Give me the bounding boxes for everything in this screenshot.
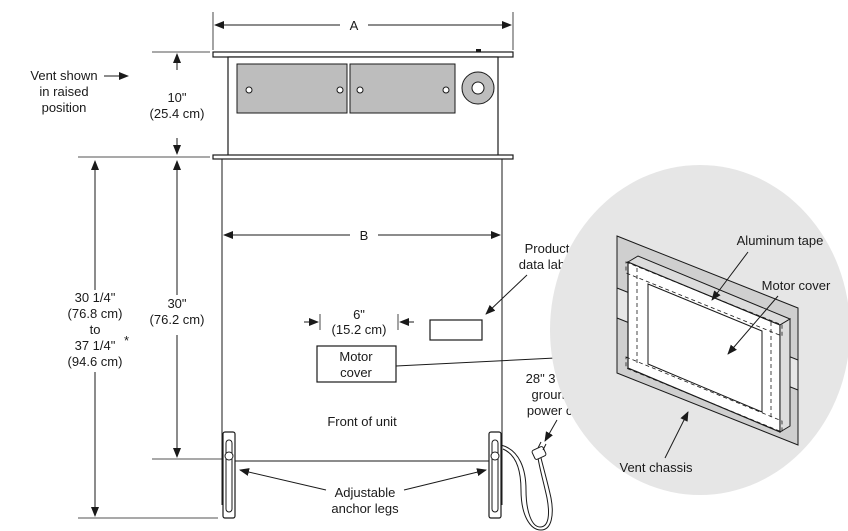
anchor-legs-text-1: Adjustable [335, 485, 396, 500]
dimension-range-text-3: to [90, 322, 101, 337]
dimension-6in: 6" (15.2 cm) [304, 307, 414, 337]
dimension-b: B [223, 228, 501, 243]
panel-screw-4 [442, 86, 450, 94]
front-of-unit-label: Front of unit [327, 414, 397, 429]
detail-view: Aluminum tape Motor cover Vent chassis [550, 165, 848, 495]
vent-top-cap [212, 51, 514, 58]
aluminum-tape-bottom [625, 356, 783, 433]
panel-screw-2 [336, 86, 344, 94]
dimension-leg-range: 30 1/4" (76.8 cm) to 37 1/4" * (94.6 cm) [68, 160, 218, 519]
panel-screw-1 [245, 86, 253, 94]
dimension-10in: 10" (25.4 cm) [150, 51, 210, 155]
motor-cover-detail-label: Motor cover [762, 278, 831, 293]
motor-cover-box: Motor cover [316, 345, 616, 383]
dimension-6in-label: 6" [353, 307, 365, 322]
mounting-flange [212, 154, 514, 160]
vent-raised-text-1: Vent shown [30, 68, 97, 83]
vent-raised-text-2: in raised [39, 84, 88, 99]
vent-panel-right [349, 63, 456, 114]
dimension-6in-metric: (15.2 cm) [332, 322, 387, 337]
aluminum-tape-top [625, 261, 783, 337]
product-data-label-callout: Product data label [429, 241, 575, 341]
motor-cover-box-text-1: Motor [339, 349, 373, 364]
dimension-30in-label: 30" [167, 296, 186, 311]
aluminum-tape-label: Aluminum tape [737, 233, 824, 248]
dimension-a-label: A [350, 18, 359, 33]
vent-knob-inner [471, 81, 485, 95]
vent-top-tab [476, 49, 481, 52]
dimension-30in-metric: (76.2 cm) [150, 312, 205, 327]
dimension-range-asterisk: * [124, 333, 129, 348]
panel-screw-3 [356, 86, 364, 94]
motor-cover-box-text-2: cover [340, 365, 372, 380]
chassis-front [221, 159, 503, 505]
vent-raised [212, 49, 514, 157]
dimension-10in-metric: (25.4 cm) [150, 106, 205, 121]
vent-chassis-label: Vent chassis [620, 460, 693, 475]
dimension-30in: 30" (76.2 cm) [150, 160, 226, 460]
power-plug [531, 446, 547, 460]
anchor-legs-text-2: anchor legs [331, 501, 399, 516]
dimension-range-text-4: 37 1/4" [75, 338, 116, 353]
dimension-range-text-2: (76.8 cm) [68, 306, 123, 321]
dimension-a: A [212, 12, 514, 50]
vent-raised-text-3: position [42, 100, 87, 115]
anchor-leg-right [488, 431, 502, 519]
dimension-10in-label: 10" [167, 90, 186, 105]
motor-cover-opening [647, 283, 763, 413]
anchor-legs-callout: Adjustable anchor legs [239, 468, 487, 516]
dimension-range-text-5: (94.6 cm) [68, 354, 123, 369]
power-cord [500, 441, 553, 531]
anchor-leg-left [222, 431, 236, 519]
vent-raised-callout: Vent shown in raised position [30, 68, 129, 115]
dimension-b-label: B [360, 228, 369, 243]
dimension-range-text-1: 30 1/4" [75, 290, 116, 305]
vent-panel-left [236, 63, 348, 114]
product-data-label-plate [429, 319, 483, 341]
product-label-text-1: Product [525, 241, 570, 256]
